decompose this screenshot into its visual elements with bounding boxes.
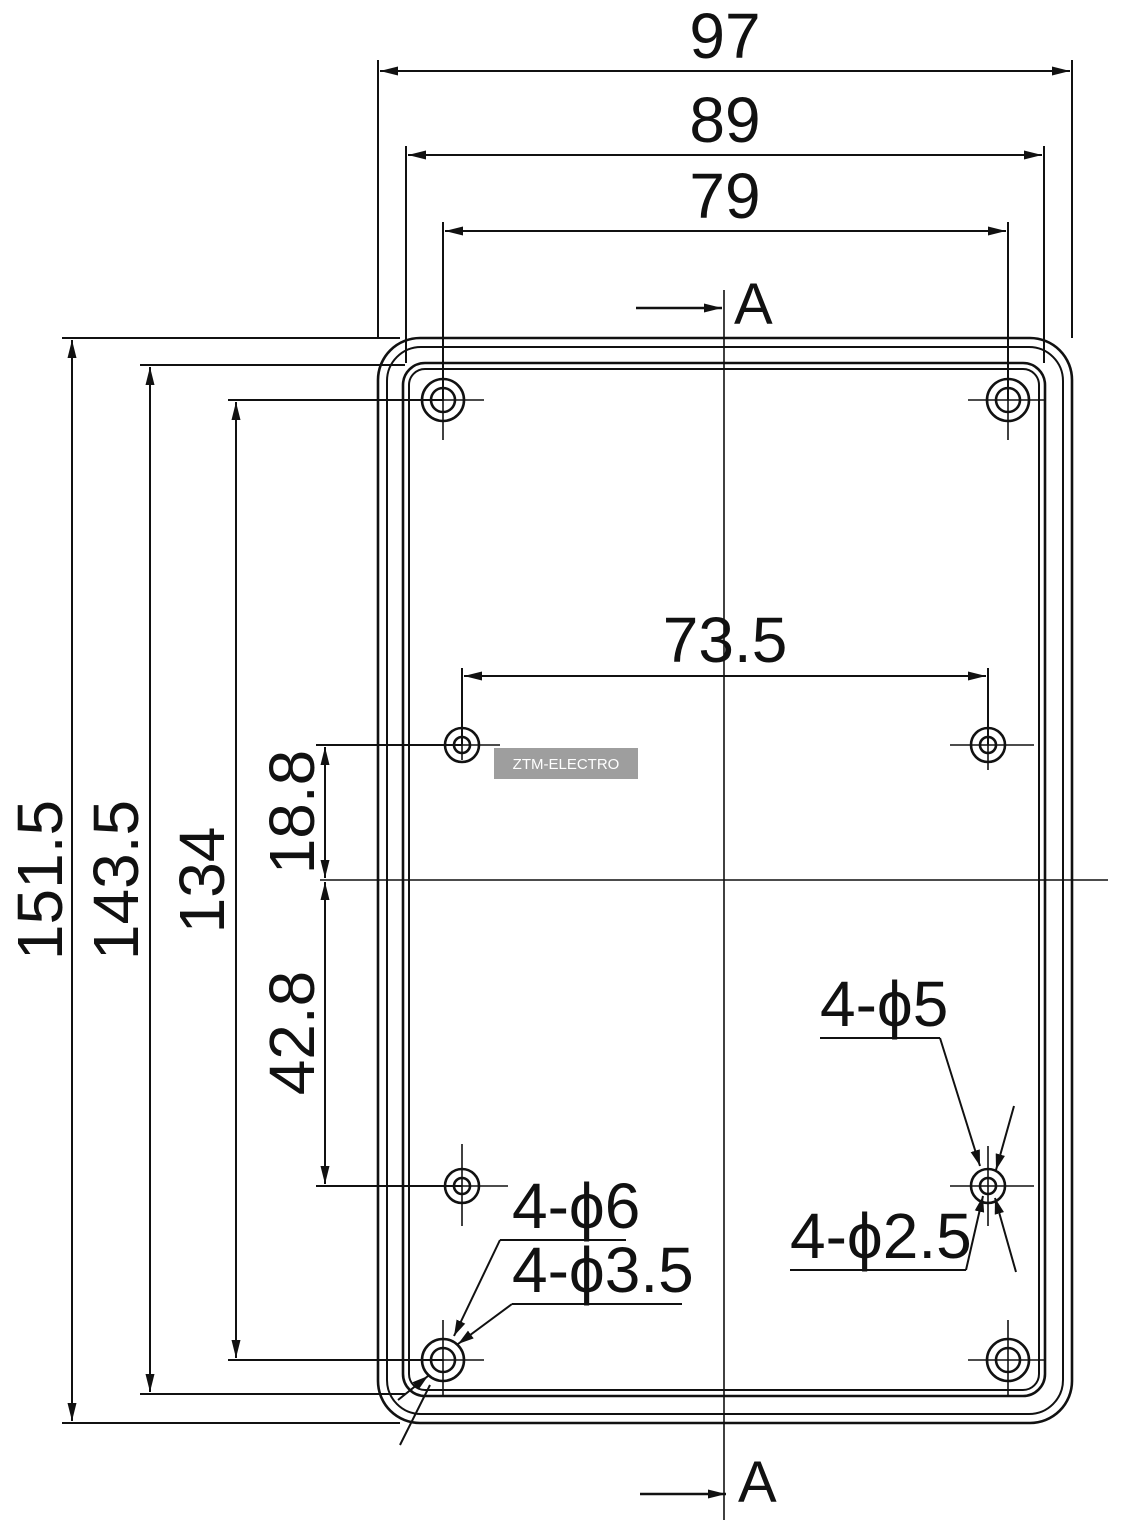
- corner-hole-callouts: 4-ϕ6 4-ϕ3.5: [397, 1170, 694, 1446]
- callout-phi2-5: 4-ϕ2.5: [790, 1200, 972, 1272]
- callout-phi3-5: 4-ϕ3.5: [512, 1234, 694, 1306]
- section-marks: A A: [636, 272, 777, 1515]
- dim-18-8-label: 18.8: [256, 750, 328, 875]
- mount-hole-upper-right: [950, 720, 1034, 770]
- dim-42-8-label: 42.8: [256, 971, 328, 1096]
- horizontal-dimensions: 97 89 79 73.5: [377, 0, 1073, 745]
- section-label-top: A: [734, 272, 773, 337]
- center-lines: [320, 290, 1108, 1520]
- watermark: ZTM-ELECTRO: [494, 748, 638, 779]
- dim-97-label: 97: [689, 0, 760, 72]
- dim-143-5-label: 143.5: [80, 800, 152, 960]
- mount-hole-upper-left: [436, 718, 500, 764]
- mount-hole-callouts: 4-ϕ5 4-ϕ2.5: [790, 968, 1017, 1273]
- dim-151-5-label: 151.5: [4, 800, 76, 960]
- dim-73-5-label: 73.5: [663, 604, 788, 676]
- mount-hole-lower-right: [950, 1146, 1034, 1226]
- section-label-bottom: A: [738, 1450, 777, 1515]
- callout-phi6: 4-ϕ6: [512, 1170, 640, 1242]
- callout-phi5: 4-ϕ5: [820, 968, 948, 1040]
- dim-134-label: 134: [166, 827, 238, 934]
- watermark-text: ZTM-ELECTRO: [513, 756, 620, 773]
- dim-79-label: 79: [689, 160, 760, 232]
- vertical-dimensions: 151.5 143.5 134 18.8 42.8: [4, 337, 462, 1424]
- corner-hole-bottom-right: [968, 1320, 1046, 1396]
- dim-89-label: 89: [689, 84, 760, 156]
